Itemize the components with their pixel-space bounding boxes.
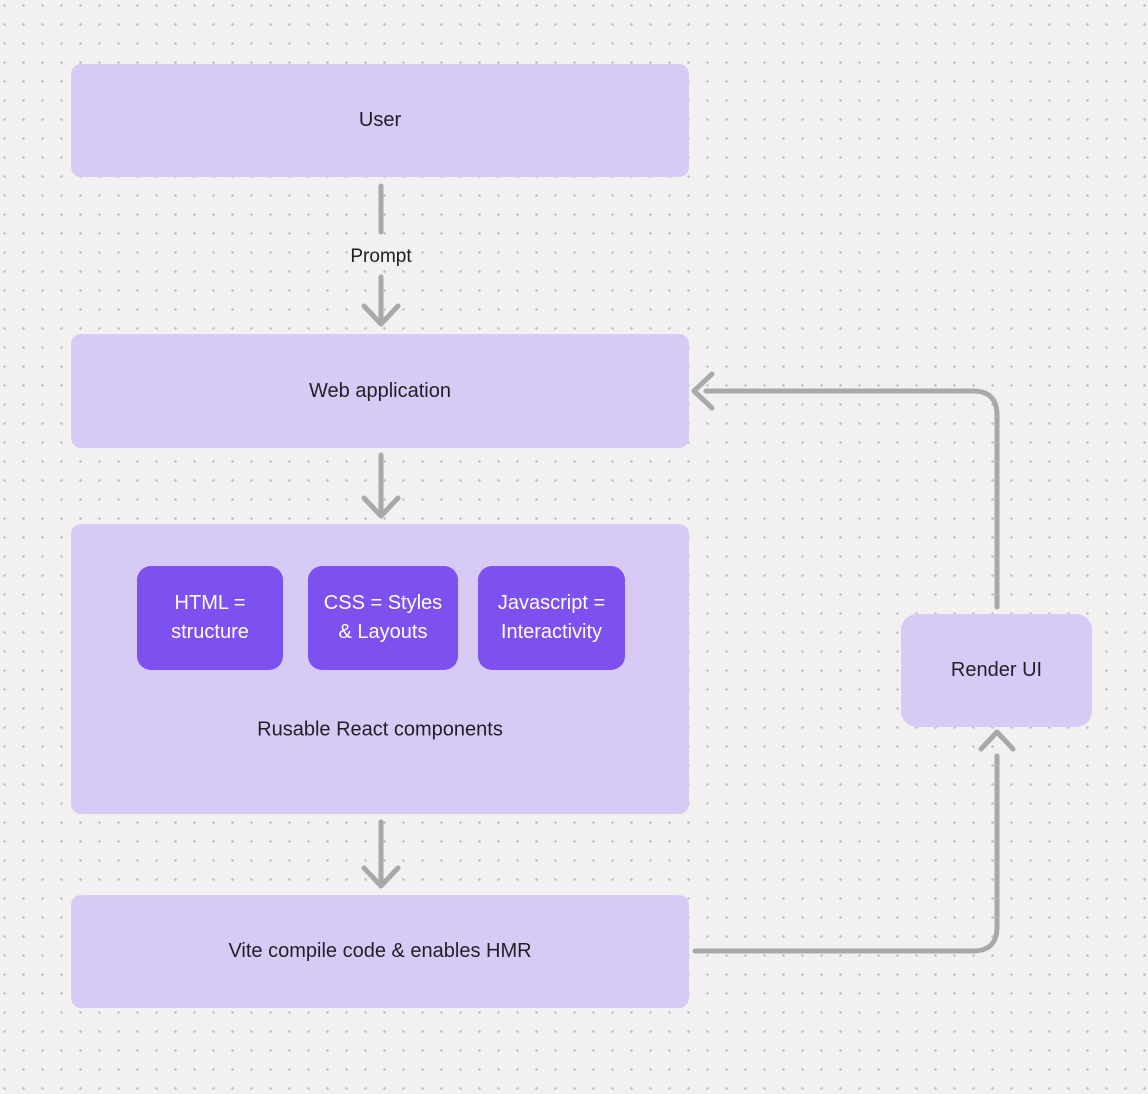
node-user: User bbox=[71, 64, 689, 177]
connector-renderui-to-webapp bbox=[703, 388, 1000, 610]
connector-vite-to-renderui bbox=[692, 753, 1000, 954]
node-javascript: Javascript = Interactivity bbox=[478, 566, 625, 670]
arrow-down-head-vite bbox=[361, 865, 401, 889]
node-html-label: HTML = structure bbox=[171, 592, 249, 643]
node-javascript-label: Javascript = Interactivity bbox=[497, 592, 606, 643]
node-vite: Vite compile code & enables HMR bbox=[71, 895, 689, 1008]
node-vite-label: Vite compile code & enables HMR bbox=[228, 940, 532, 962]
node-css: CSS = Styles & Layouts bbox=[308, 566, 458, 670]
arrow-down-head-webapp bbox=[361, 303, 401, 327]
node-render-ui: Render UI bbox=[901, 614, 1092, 727]
node-web-application-label: Web application bbox=[309, 379, 451, 402]
node-web-application: Web application bbox=[71, 334, 689, 448]
arrow-left-head-webapp bbox=[691, 371, 715, 411]
arrow-down-head-components bbox=[361, 495, 401, 519]
components-caption: Rusable React components bbox=[257, 718, 503, 741]
arrow-up-head-renderui bbox=[978, 729, 1016, 752]
node-user-label: User bbox=[358, 109, 402, 131]
node-html: HTML = structure bbox=[137, 566, 283, 670]
node-css-label: CSS = Styles & Layouts bbox=[323, 592, 443, 643]
node-components-container: HTML = structure CSS = Styles & Layouts … bbox=[71, 524, 689, 814]
edge-label-prompt: Prompt bbox=[350, 246, 412, 267]
node-render-ui-label: Render UI bbox=[950, 659, 1043, 681]
